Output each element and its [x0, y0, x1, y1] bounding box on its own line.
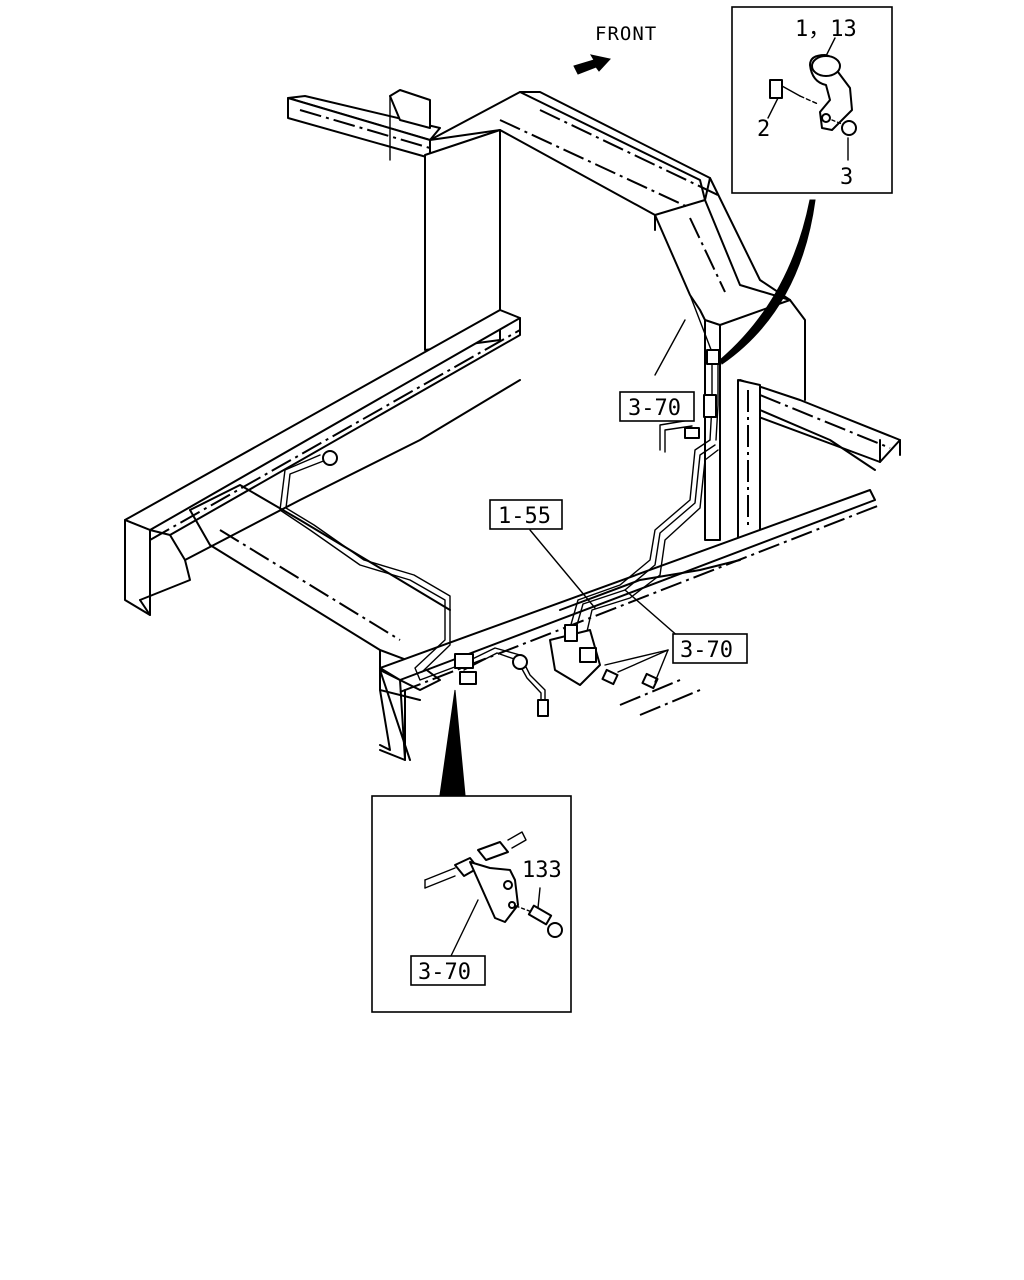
callout-upper-ref: 3-70	[628, 396, 681, 421]
brake-fittings	[322, 349, 720, 717]
callout-clip: 1，13	[795, 17, 857, 42]
pipe-ref-callout: 1-55	[489, 499, 563, 530]
clip-on-tank	[706, 349, 720, 365]
proportioning-valve	[549, 629, 601, 686]
callout-nut: 3	[840, 165, 853, 190]
callout-bracket-bolt: 133	[522, 858, 562, 883]
tank-body	[424, 91, 806, 541]
lower-detail-pointer	[439, 689, 466, 796]
front-direction-indicator: FRONT	[573, 23, 657, 75]
bracket-icon	[469, 861, 519, 923]
front-label: FRONT	[595, 23, 657, 45]
lower-ref-callout: 3-70	[672, 633, 748, 664]
callout-lower-ref: 3-70	[680, 638, 733, 663]
upper-ref-callout: 3-70	[619, 391, 695, 422]
rear-cross-member	[287, 89, 441, 161]
upper-detail-pointer	[719, 199, 816, 365]
leader-lines	[439, 199, 816, 796]
frame-side-rail	[124, 309, 521, 616]
bolt-icon	[769, 79, 783, 99]
right-fitting	[703, 394, 717, 418]
upper-left-fitting	[322, 450, 338, 466]
upper-detail-frame	[731, 6, 893, 194]
bracket-bolt-icon	[527, 904, 553, 926]
main-frame-rail	[379, 489, 881, 761]
lower-cross-member	[189, 484, 451, 761]
nut-icon	[841, 120, 857, 136]
callout-bolt: 2	[757, 117, 770, 142]
callout-bracket-ref: 3-70	[418, 960, 471, 985]
right-cross-member	[737, 379, 901, 541]
hose-clamp	[512, 654, 528, 670]
hose-end-fitting	[537, 699, 549, 717]
upper-detail-inset: 1，13 2 3	[731, 6, 893, 194]
left-hose-fitting	[454, 653, 474, 669]
callout-pipe-ref: 1-55	[498, 504, 551, 529]
lower-detail-inset: 133 3-70	[371, 795, 572, 1013]
front-arrow-icon	[573, 54, 611, 75]
